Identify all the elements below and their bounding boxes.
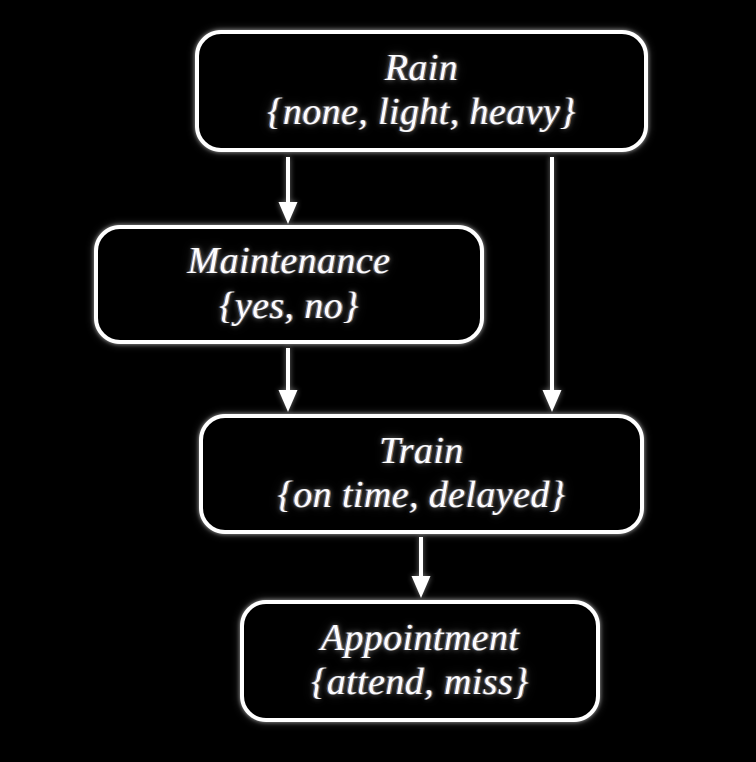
node-maintenance-title: Maintenance <box>187 240 391 283</box>
edge-train-to-appointment <box>401 534 441 602</box>
node-train-states: {on time, delayed} <box>277 474 566 517</box>
edge-rain-to-train <box>532 152 572 416</box>
node-appointment-title: Appointment <box>320 616 520 659</box>
node-maintenance[interactable]: Maintenance {yes, no} <box>94 225 484 344</box>
arrow-down-icon <box>278 157 298 224</box>
arrow-down-icon <box>411 537 431 598</box>
edge-maintenance-to-train <box>268 344 308 416</box>
node-rain-title: Rain <box>384 46 459 89</box>
node-train-title: Train <box>379 429 464 472</box>
node-maintenance-states: {yes, no} <box>219 284 359 327</box>
arrow-down-icon <box>542 157 562 412</box>
node-rain-states: {none, light, heavy} <box>267 91 576 134</box>
node-rain[interactable]: Rain {none, light, heavy} <box>195 30 648 152</box>
arrow-down-icon <box>278 348 298 412</box>
node-train[interactable]: Train {on time, delayed} <box>199 414 644 534</box>
node-appointment-states: {attend, miss} <box>311 661 529 704</box>
node-appointment[interactable]: Appointment {attend, miss} <box>240 600 600 722</box>
edge-rain-to-maintenance <box>268 152 308 228</box>
